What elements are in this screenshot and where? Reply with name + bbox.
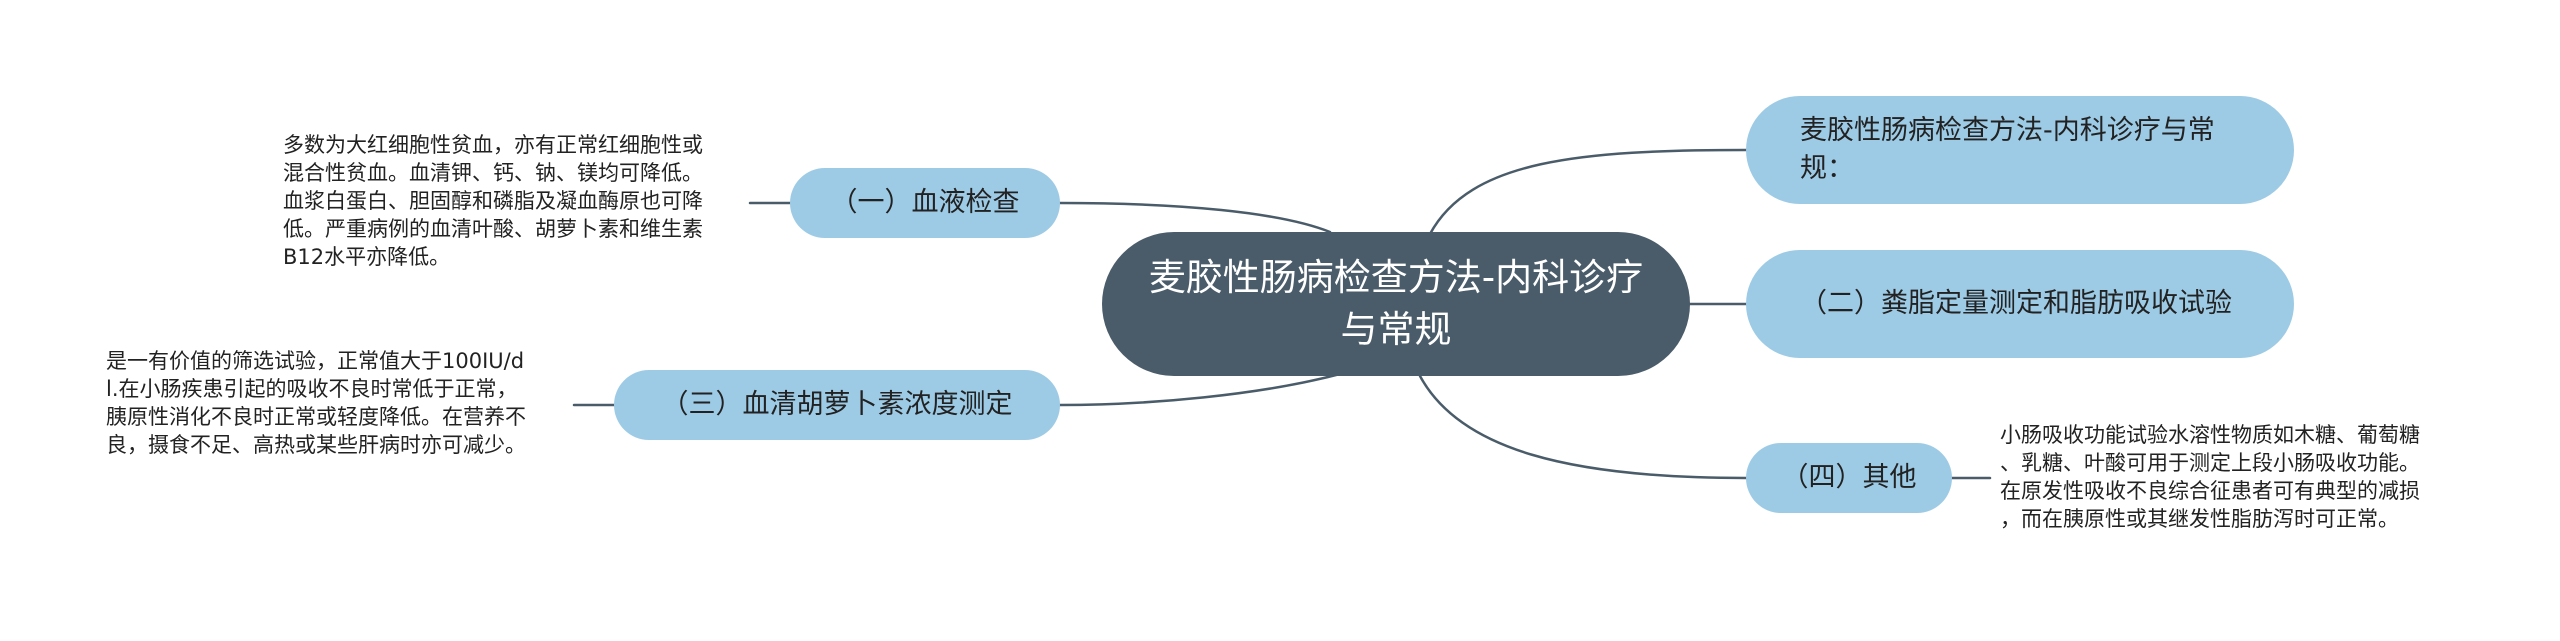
connector-center-to-left-1 (1058, 201, 1332, 234)
branch-diagnosis-overview[interactable]: 麦胶性肠病检查方法-内科诊疗与常规： (1746, 96, 2294, 204)
branch-other[interactable]: （四）其他 (1746, 443, 1952, 513)
branch-fecal-fat-test-label: （二）粪脂定量测定和脂肪吸收试验 (1800, 288, 2232, 319)
connector-center-to-left-3 (1058, 372, 1342, 407)
branch-blood-test-label: （一）血液检查 (830, 187, 1020, 218)
branch-fecal-fat-test[interactable]: （二）粪脂定量测定和脂肪吸收试验 (1746, 250, 2294, 358)
note-blood-test: 多数为大红细胞性贫血，亦有正常红细胞性或 混合性贫血。血清钾、钙、钠、镁均可降低… (283, 133, 703, 269)
connector-center-to-right-1 (1428, 148, 1748, 236)
note-other: 小肠吸收功能试验水溶性物质如木糖、葡萄糖 、乳糖、叶酸可用于测定上段小肠吸收功能… (2000, 423, 2420, 531)
branch-serum-carotene-label: （三）血清胡萝卜素浓度测定 (661, 389, 1013, 420)
connector-center-to-right-4 (1418, 374, 1748, 480)
note-serum-carotene: 是一有价值的筛选试验，正常值大于100IU/d l.在小肠疾患引起的吸收不良时常… (106, 349, 526, 457)
branch-other-label: （四）其他 (1781, 462, 1917, 493)
central-topic[interactable]: 麦胶性肠病检查方法-内科诊疗与常规 (1102, 232, 1690, 376)
central-topic-label: 麦胶性肠病检查方法-内科诊疗与常规 (1148, 256, 1644, 351)
branch-blood-test[interactable]: （一）血液检查 (790, 168, 1060, 238)
branch-serum-carotene[interactable]: （三）血清胡萝卜素浓度测定 (614, 370, 1060, 440)
branch-diagnosis-overview-label: 麦胶性肠病检查方法-内科诊疗与常规： (1800, 115, 2215, 184)
